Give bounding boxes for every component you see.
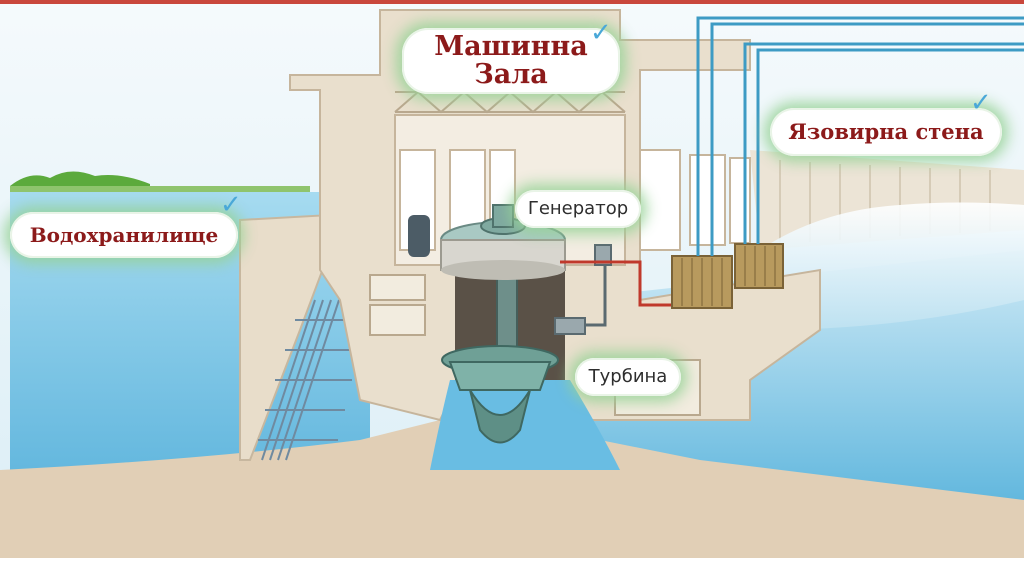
machine-hall-line2: Зала xyxy=(474,59,548,90)
turbine-text: Турбина xyxy=(588,365,668,387)
label-dam-wall: Язовирна стена xyxy=(770,108,1002,156)
generator-text: Генератор xyxy=(527,197,629,219)
label-turbine: Турбина xyxy=(575,358,681,396)
far-shore xyxy=(10,186,310,194)
control-cylinder xyxy=(408,215,430,257)
side-windows xyxy=(639,149,751,251)
reservoir-text: Водохранилище xyxy=(29,222,219,247)
valve-assembly xyxy=(554,244,612,335)
riverbed xyxy=(0,420,1024,558)
label-reservoir: Водохранилище xyxy=(10,212,238,258)
dam-wall-text: Язовирна стена xyxy=(788,118,984,144)
spillway-foam xyxy=(760,202,1024,330)
label-machine-hall: Машинна Зала xyxy=(402,28,620,94)
transmission-lines xyxy=(696,16,1024,256)
turbine-runner xyxy=(441,345,559,444)
checkmark-icon: ✓ xyxy=(970,88,992,118)
checkmark-icon: ✓ xyxy=(590,18,612,48)
label-generator: Генератор xyxy=(515,190,641,228)
trash-rack xyxy=(258,299,365,461)
oil-pipe xyxy=(585,265,607,327)
top-border xyxy=(0,0,1024,4)
checkmark-icon: ✓ xyxy=(220,190,242,220)
machine-hall-line1: Машинна xyxy=(434,30,588,62)
transformer-fins xyxy=(681,246,776,306)
generator-unit xyxy=(440,204,566,280)
